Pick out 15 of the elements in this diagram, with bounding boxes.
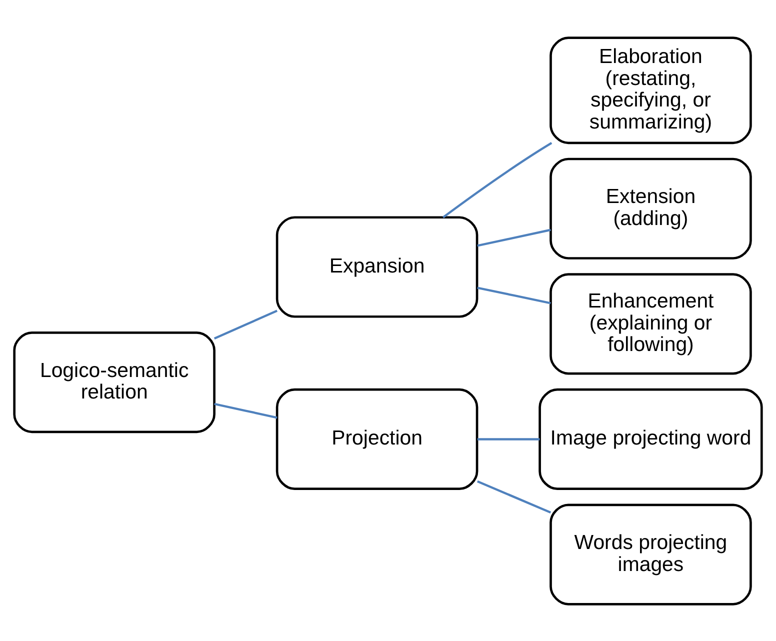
connector — [477, 438, 540, 440]
connector — [476, 480, 552, 514]
node-box: Expansion — [276, 216, 478, 318]
connector — [442, 142, 552, 218]
connector — [214, 402, 278, 418]
node-box: Elaboration (restating, specifying, or summarizing) — [550, 36, 752, 144]
connector — [214, 309, 278, 340]
connector — [477, 228, 551, 246]
node-box: Words projecting images — [550, 503, 752, 605]
node-box: Enhancement (explaining or following) — [550, 272, 752, 374]
node-box: Extension (adding) — [550, 157, 752, 259]
node-box: Logico-semantic relation — [13, 331, 216, 433]
node-box: Image projecting word — [538, 388, 763, 490]
node-box: Projection — [276, 388, 478, 490]
connector — [477, 286, 551, 304]
